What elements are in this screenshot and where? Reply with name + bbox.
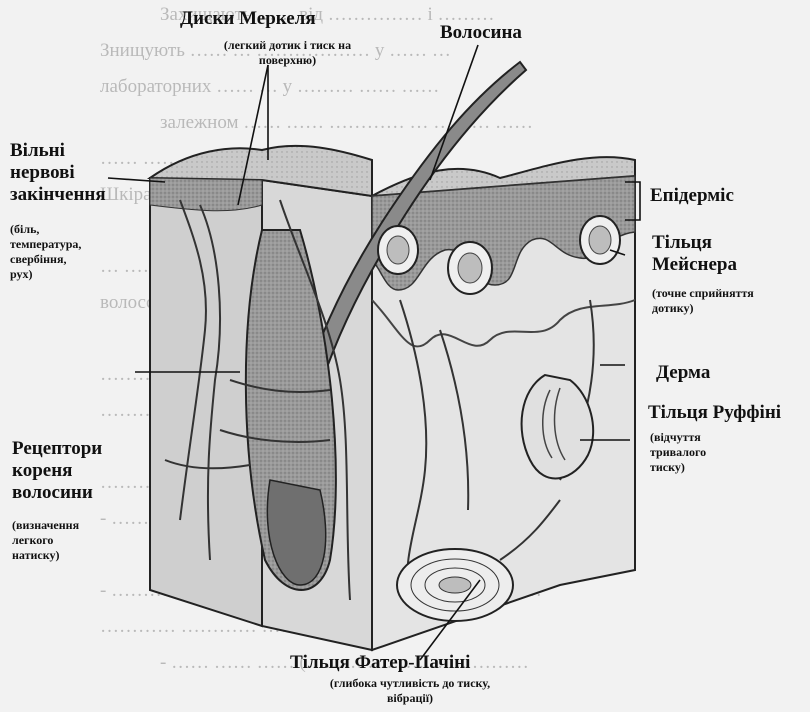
meissner-line-1: Тільця xyxy=(652,232,737,254)
free-nerve-line-2: нервові xyxy=(10,162,106,184)
free-nerve-sub-4: рух) xyxy=(10,267,81,282)
free-nerve-line-1: Вільні xyxy=(10,140,106,162)
hair-root-subtitle: (визначення легкого натиску) xyxy=(12,518,79,563)
ruffini-sub-1: (відчуття xyxy=(650,430,706,445)
free-nerve-sub-3: свербіння, xyxy=(10,252,81,267)
free-nerve-line-3: закінчення xyxy=(10,184,106,206)
hair-root-line-3: волосини xyxy=(12,482,102,504)
ruffini-title: Тільця Руффіні xyxy=(648,402,781,424)
hair-root-sub-1: (визначення xyxy=(12,518,79,533)
epidermis-label: Епідерміс xyxy=(650,185,734,207)
meissner-title: Тільця Мейснера xyxy=(652,232,737,276)
pacini-sub-1: (глибока чутливість до тиску, xyxy=(240,676,580,691)
hair-root-title: Рецептори кореня волосини xyxy=(12,438,102,504)
left-epidermis-band xyxy=(150,178,262,211)
meissner-sub-2: дотику) xyxy=(652,301,754,316)
pacini-title: Тільця Фатер-Пачіні xyxy=(290,652,470,674)
pacini-subtitle: (глибока чутливість до тиску, вібрації) xyxy=(240,676,580,706)
free-nerve-title: Вільні нервові закінчення xyxy=(10,140,106,206)
free-nerve-sub-2: температура, xyxy=(10,237,81,252)
ruffini-subtitle: (відчуття тривалого тиску) xyxy=(650,430,706,475)
meissner-subtitle: (точне сприйняття дотику) xyxy=(652,286,754,316)
free-nerve-subtitle: (біль, температура, свербіння, рух) xyxy=(10,222,81,282)
pacini-sub-2: вібрації) xyxy=(240,691,580,706)
hair-label: Волосина xyxy=(440,22,522,44)
meissner-sub-1: (точне сприйняття xyxy=(652,286,754,301)
ruffini-sub-3: тиску) xyxy=(650,460,706,475)
hair-root-line-2: кореня xyxy=(12,460,102,482)
free-nerve-sub-1: (біль, xyxy=(10,222,81,237)
ruffini-sub-2: тривалого xyxy=(650,445,706,460)
hair-root-line-1: Рецептори xyxy=(12,438,102,460)
merkel-subtitle: (легкий дотик і тиск на поверхню) xyxy=(200,38,375,68)
merkel-title: Диски Меркеля xyxy=(180,8,316,30)
meissner-line-2: Мейснера xyxy=(652,254,737,276)
hair-root-sub-2: легкого xyxy=(12,533,79,548)
dermis-label: Дерма xyxy=(656,362,710,384)
hair-root-sub-3: натиску) xyxy=(12,548,79,563)
